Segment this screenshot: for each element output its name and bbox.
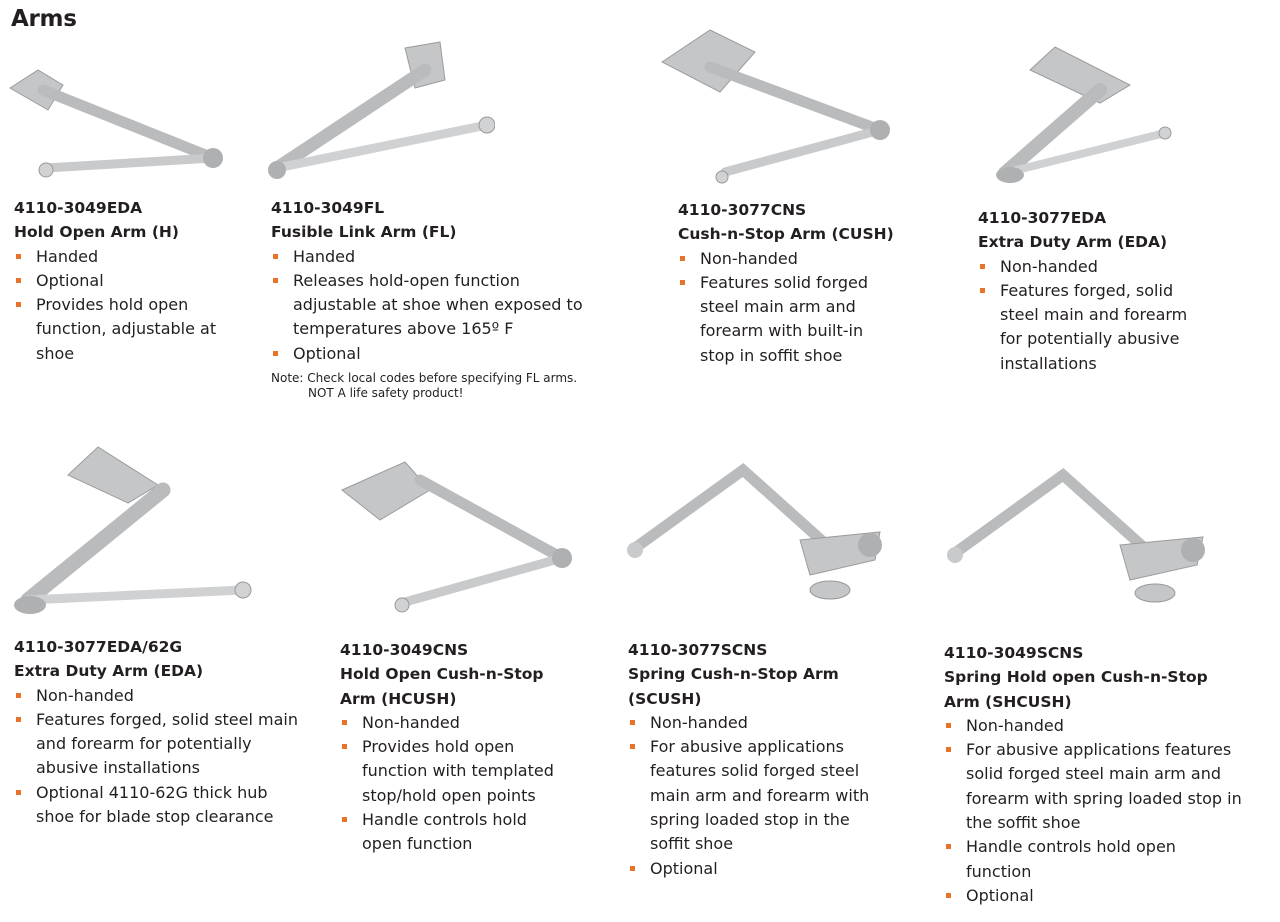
product-image-spring-cush-n-stop-arm [625,460,890,610]
product-sku: 4110-3049SCNS [944,644,1084,662]
feature-item: Optional [14,269,224,293]
feature-item: Optional [628,857,888,881]
product-hold-open-cush-n-stop-arm: 4110-3049CNS Hold Open Cush-n-Stop Arm (… [340,638,580,857]
product-sku: 4110-3077CNS [678,201,807,219]
product-image-cush-n-stop-arm [660,22,900,192]
note-line: NOT A life safety product! [308,386,464,401]
feature-item: Features forged, solid steel main and fo… [14,708,314,781]
product-sku: 4110-3077EDA [978,209,1107,227]
feature-item: Handed [271,245,616,269]
product-sku: 4110-3049EDA [14,199,143,217]
feature-item: Optional [271,342,616,366]
note-line: Note: Check local codes before specifyin… [271,371,578,386]
feature-item: Handle controls hold open function [944,835,1206,884]
feature-item: Provides hold open function, adjustable … [14,293,224,366]
product-image-hold-open-arm [8,40,228,185]
feature-item: Non-handed [14,684,314,708]
safety-note: Note: Check local codes before specifyin… [271,371,616,401]
product-image-spring-hold-open-cush-n-stop-arm [945,465,1210,610]
product-name: Hold Open Cush-n-Stop Arm (HCUSH) [340,665,544,708]
product-sku: 4110-3077SCNS [628,641,768,659]
feature-item: Features forged, solid steel main and fo… [978,279,1205,376]
product-fusible-link-arm: 4110-3049FL Fusible Link Arm (FL) Handed… [271,196,616,401]
product-name: Spring Cush-n-Stop Arm (SCUSH) [628,665,839,708]
feature-item: Optional [944,884,1244,908]
feature-item: Non-handed [978,255,1208,279]
product-extra-duty-arm: 4110-3077EDA Extra Duty Arm (EDA) Non-ha… [978,206,1208,376]
product-image-fusible-link-arm [265,40,495,185]
product-spring-hold-open-cush-n-stop-arm: 4110-3049SCNS Spring Hold open Cush-n-St… [944,641,1244,908]
page-title: Arms [11,6,77,32]
product-spring-cush-n-stop-arm: 4110-3077SCNS Spring Cush-n-Stop Arm (SC… [628,638,888,881]
product-sku: 4110-3077EDA/62G [14,638,183,656]
product-name: Hold Open Arm (H) [14,223,179,242]
product-name: Fusible Link Arm (FL) [271,223,457,242]
product-name: Spring Hold open Cush-n-Stop Arm (SHCUSH… [944,668,1208,711]
product-cush-n-stop-arm: 4110-3077CNS Cush-n-Stop Arm (CUSH) Non-… [678,198,908,368]
feature-item: For abusive applications features solid … [628,735,885,856]
feature-item: Provides hold open function with templat… [340,735,580,808]
feature-item: Optional 4110-62G thick hub shoe for bla… [14,781,301,830]
product-sku: 4110-3049CNS [340,641,469,659]
feature-item: Features solid forged steel main arm and… [678,271,890,368]
product-image-extra-duty-arm [990,45,1175,190]
feature-item: Non-handed [678,247,908,271]
product-name: Extra Duty Arm (EDA) [978,233,1168,252]
feature-item: Non-handed [628,711,888,735]
product-sku: 4110-3049FL [271,199,385,217]
product-extra-duty-arm-62g: 4110-3077EDA/62G Extra Duty Arm (EDA) No… [14,635,314,829]
feature-item: For abusive applications features solid … [944,738,1246,835]
feature-item: Handed [14,245,224,269]
feature-item: Non-handed [944,714,1244,738]
product-name: Cush-n-Stop Arm (CUSH) [678,225,894,244]
feature-item: Handle controls hold open function [340,808,562,857]
product-image-extra-duty-arm-62g [8,445,253,620]
product-image-hold-open-cush-n-stop-arm [340,460,580,615]
feature-item: Non-handed [340,711,580,735]
product-name: Extra Duty Arm (EDA) [14,662,204,681]
feature-item: Releases hold-open function adjustable a… [271,269,603,342]
